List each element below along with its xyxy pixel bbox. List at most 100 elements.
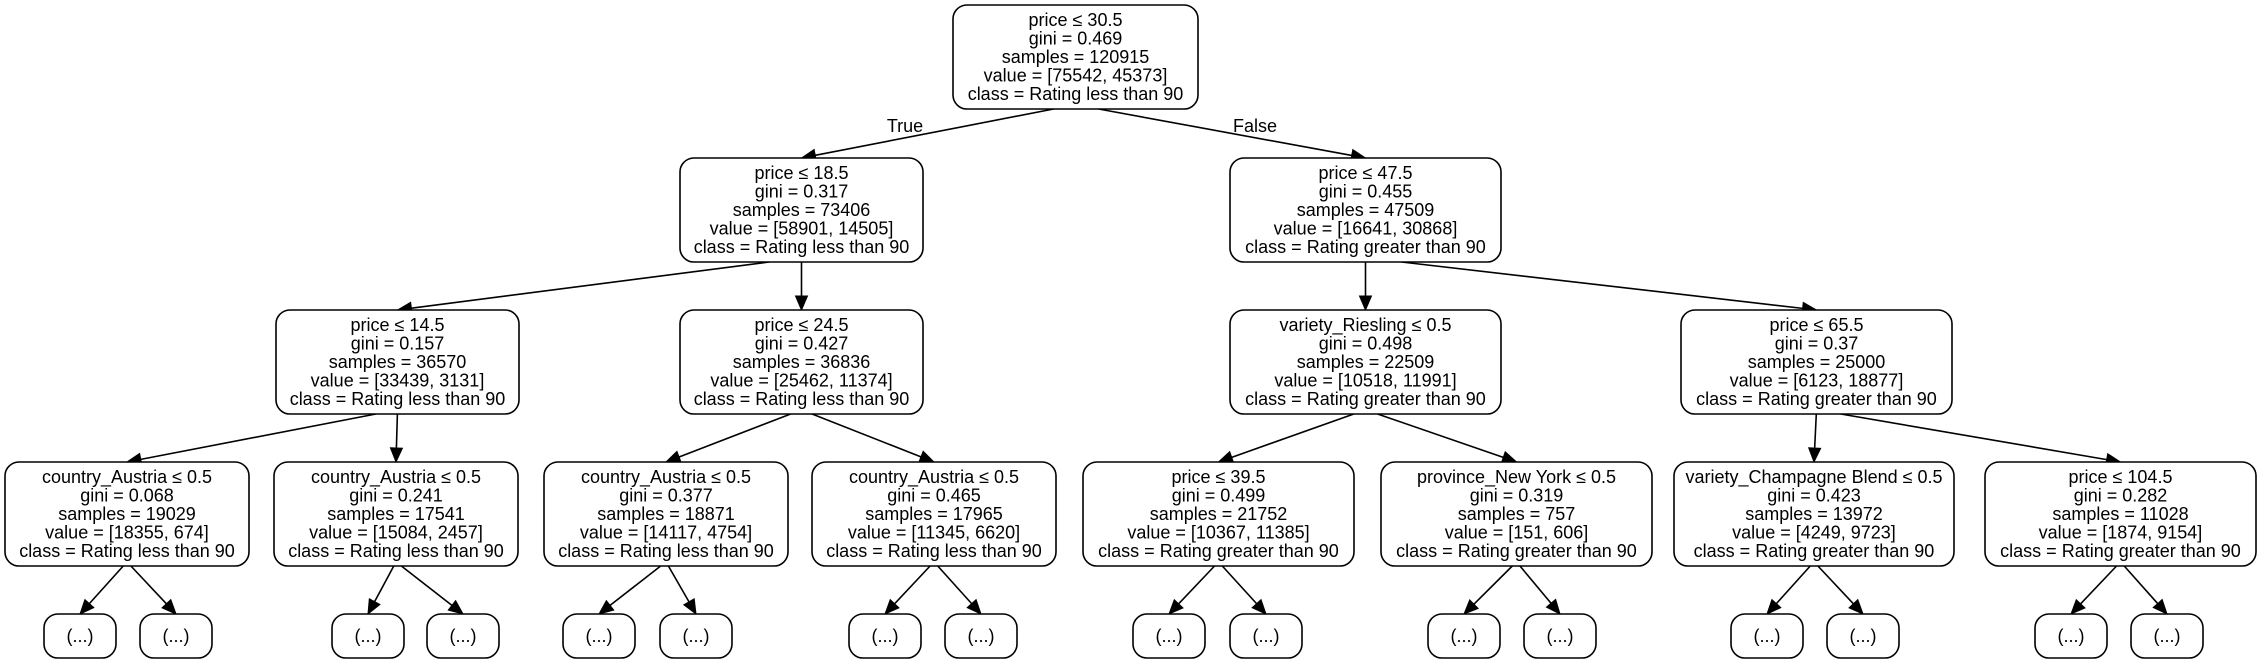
- tree-node-n29: (...): [2034, 613, 2108, 659]
- edge-line: [1775, 565, 1811, 605]
- node-box: [848, 613, 922, 659]
- arrowhead-icon: [1168, 598, 1184, 615]
- tree-edge-n1-n3: [396, 261, 770, 315]
- node-text-line: value = [16641, 30868]: [1274, 219, 1458, 239]
- edge-line: [373, 565, 395, 603]
- node-text-line: value = [15084, 2457]: [309, 523, 483, 543]
- node-text-line: gini = 0.423: [1767, 485, 1861, 505]
- node-box: [952, 4, 1199, 110]
- node-box: [1229, 157, 1502, 263]
- node-text-line: class = Rating greater than 90: [1694, 541, 1935, 561]
- node-text-line: class = Rating less than 90: [694, 389, 910, 409]
- node-text-line: samples = 21752: [1150, 504, 1288, 524]
- node-box: [811, 461, 1057, 567]
- tree-edge-n10-n22: [937, 565, 982, 615]
- node-text-line: class = Rating less than 90: [558, 541, 774, 561]
- node-text-line: price ≤ 14.5: [351, 315, 445, 335]
- node-text-line: samples = 18871: [597, 504, 735, 524]
- node-text-line: (...): [968, 626, 995, 646]
- node-text-line: gini = 0.469: [1029, 28, 1123, 48]
- arrowhead-icon: [389, 447, 404, 464]
- node-text-line: gini = 0.317: [755, 181, 849, 201]
- tree-node-n22: (...): [944, 613, 1018, 659]
- tree-edge-n3-n7: [125, 413, 377, 466]
- edge-line: [1401, 261, 1803, 310]
- tree-edge-n8-n18: [400, 565, 465, 615]
- node-text-line: value = [10518, 11991]: [1274, 371, 1456, 391]
- node-box: [1523, 613, 1597, 659]
- node-text-line: price ≤ 30.5: [1029, 10, 1123, 30]
- node-box: [679, 309, 924, 415]
- node-text-line: price ≤ 24.5: [755, 315, 849, 335]
- tree-node-n17: (...): [331, 613, 405, 659]
- node-text-line: gini = 0.465: [887, 485, 981, 505]
- edge-line: [1473, 565, 1513, 605]
- node-text-line: (...): [67, 626, 94, 646]
- edge-line: [130, 565, 167, 605]
- tree-edge-n5-n12: [1377, 413, 1518, 464]
- edge-line: [1221, 565, 1258, 605]
- node-text-line: class = Rating less than 90: [694, 237, 910, 257]
- node-text-line: (...): [683, 626, 710, 646]
- arrowhead-icon: [1463, 598, 1480, 615]
- tree-node-n24: (...): [1229, 613, 1303, 659]
- node-box: [562, 613, 636, 659]
- node-text-line: price ≤ 39.5: [1172, 467, 1266, 487]
- node-text-line: value = [14117, 4754]: [580, 523, 752, 543]
- node-text-line: value = [75542, 45373]: [984, 66, 1168, 86]
- arrowhead-icon: [79, 598, 95, 615]
- edge-line: [811, 413, 922, 458]
- arrowhead-icon: [966, 598, 982, 615]
- node-text-line: value = [11345, 6620]: [848, 523, 1020, 543]
- node-text-line: (...): [2058, 626, 2085, 646]
- edge-line: [140, 413, 377, 461]
- node-text-line: (...): [586, 626, 613, 646]
- node-box: [331, 613, 405, 659]
- tree-edge-n7-n15: [79, 565, 124, 615]
- tree-node-n30: (...): [2130, 613, 2204, 659]
- node-box: [426, 613, 500, 659]
- edge-line: [395, 413, 399, 449]
- edge-line: [411, 261, 770, 310]
- tree-edge-n2-n5: [1358, 262, 1373, 312]
- tree-node-n20: (...): [659, 613, 733, 659]
- edge-line: [1817, 565, 1854, 605]
- arrowhead-icon: [1358, 295, 1373, 312]
- tree-edge-n5-n11: [1217, 413, 1355, 464]
- node-text-line: class = Rating less than 90: [288, 541, 504, 561]
- node-text-line: price ≤ 47.5: [1319, 163, 1413, 183]
- node-text-line: (...): [1156, 626, 1183, 646]
- edge-line: [88, 565, 124, 605]
- node-text-line: class = Rating greater than 90: [2000, 541, 2241, 561]
- node-box: [4, 461, 250, 567]
- node-text-line: class = Rating greater than 90: [1245, 389, 1486, 409]
- tree-node-n23: (...): [1132, 613, 1206, 659]
- edge-line: [1178, 565, 1216, 605]
- node-text-line: gini = 0.377: [619, 485, 713, 505]
- node-box: [944, 613, 1018, 659]
- tree-edge-n10-n21: [884, 565, 931, 615]
- node-text-line: gini = 0.455: [1319, 181, 1413, 201]
- node-text-line: value = [18355, 674]: [45, 523, 209, 543]
- node-text-line: gini = 0.241: [349, 485, 443, 505]
- tree-node-n27: (...): [1730, 613, 1804, 659]
- node-box: [1229, 613, 1303, 659]
- node-text-line: variety_Champagne Blend ≤ 0.5: [1685, 467, 1942, 488]
- node-text-line: (...): [1547, 626, 1574, 646]
- tree-edge-n6-n13: [1807, 413, 1822, 464]
- node-box: [2034, 613, 2108, 659]
- node-text-line: price ≤ 18.5: [755, 163, 849, 183]
- node-box: [659, 613, 733, 659]
- node-text-line: samples = 73406: [733, 200, 871, 220]
- edge-line: [1231, 413, 1355, 459]
